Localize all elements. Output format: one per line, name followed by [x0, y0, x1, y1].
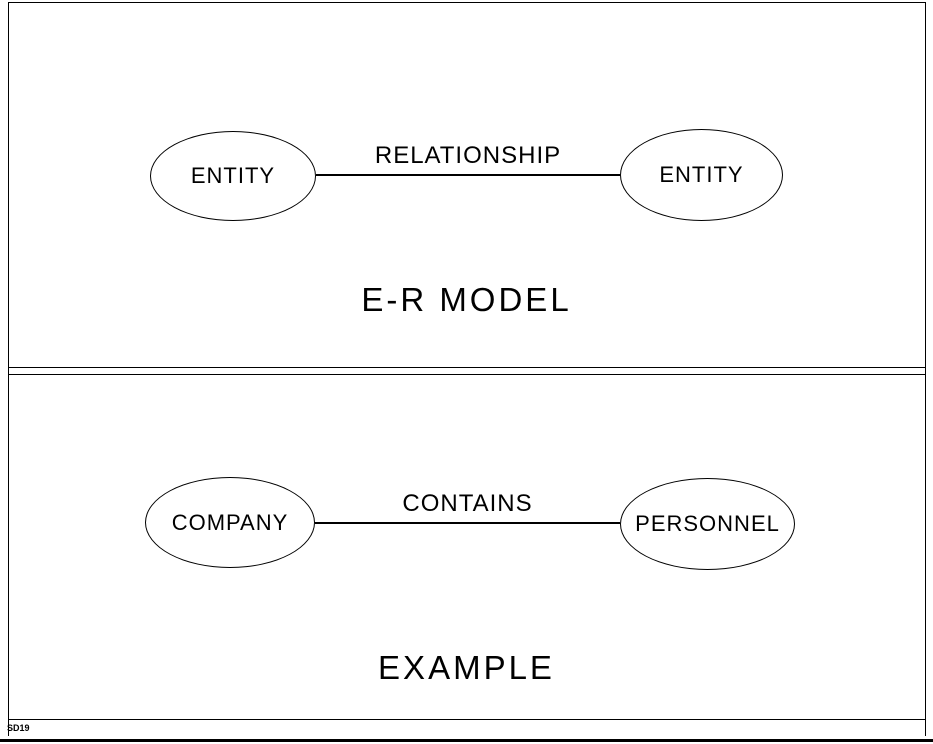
bottom-border-rule: [0, 739, 933, 742]
example-title: EXAMPLE: [378, 649, 555, 686]
relationship-connector-line: [316, 174, 620, 176]
entity-ellipse-right: ENTITY: [620, 129, 783, 221]
entity-ellipse-left-label: ENTITY: [190, 163, 276, 188]
right-edge-segment-bottom: [925, 719, 926, 736]
personnel-ellipse: PERSONNEL: [620, 478, 795, 570]
left-edge-segment-bottom: [8, 719, 9, 736]
company-ellipse-label: COMPANY: [171, 509, 289, 535]
slide-id: SD19: [7, 723, 30, 733]
relationship-label: RELATIONSHIP: [374, 142, 562, 169]
left-edge-segment-mid: [8, 367, 9, 375]
contains-label: CONTAINS: [402, 490, 533, 517]
contains-connector-line: [315, 522, 620, 524]
er-model-title: E-R MODEL: [361, 281, 572, 318]
entity-ellipse-right-label: ENTITY: [659, 162, 744, 187]
company-ellipse: COMPANY: [145, 477, 315, 568]
personnel-ellipse-label: PERSONNEL: [635, 511, 780, 536]
right-edge-segment-mid: [925, 367, 926, 375]
entity-ellipse-left: ENTITY: [150, 131, 316, 221]
